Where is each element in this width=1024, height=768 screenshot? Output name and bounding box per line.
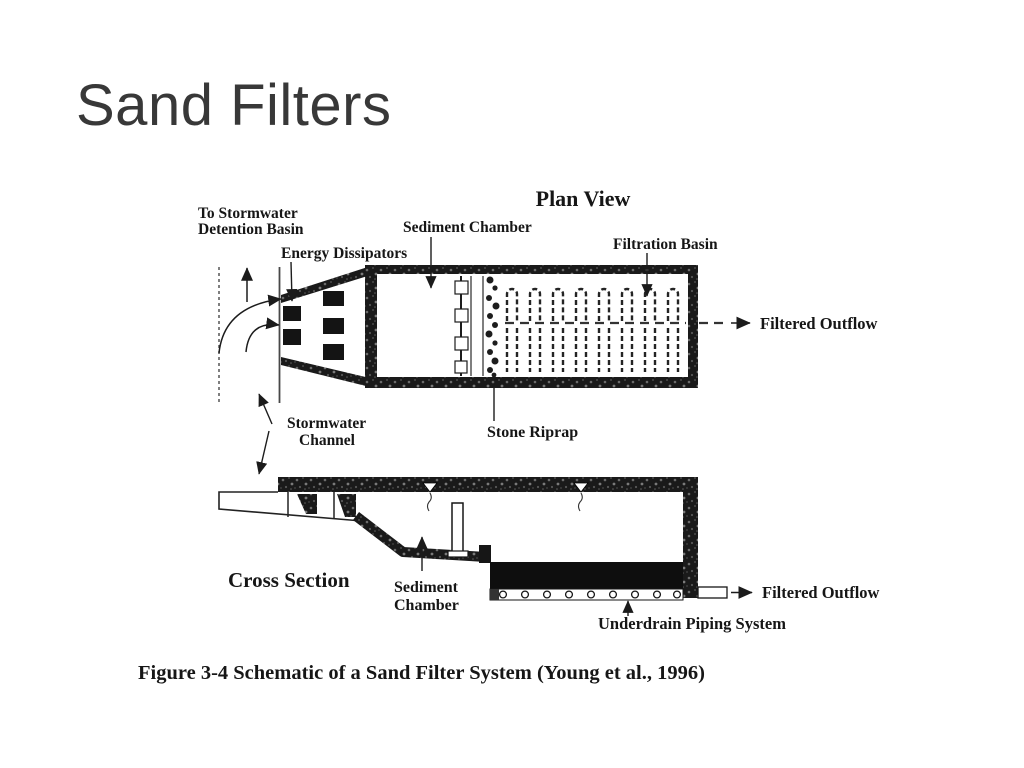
funnel-top-wall xyxy=(281,265,374,303)
label-to-stormwater-line2: Detention Basin xyxy=(198,221,304,238)
dissipator-block xyxy=(283,329,301,345)
weir-wall xyxy=(454,276,484,376)
label-to-stormwater-line1: To Stormwater xyxy=(198,205,298,222)
label-stormwater-channel-line1: Stormwater xyxy=(287,415,366,432)
label-sediment-line2: Chamber xyxy=(394,597,459,614)
funnel-bottom-wall xyxy=(281,357,374,388)
dissipator-block xyxy=(283,306,301,321)
stone-riprap-strip xyxy=(485,276,500,378)
figure-caption: Figure 3-4 Schematic of a Sand Filter Sy… xyxy=(138,662,705,684)
sand-bed xyxy=(490,562,683,589)
weir-notch xyxy=(454,360,468,374)
label-underdrain-piping: Underdrain Piping System xyxy=(598,614,786,633)
standpipe xyxy=(451,502,464,554)
water-level-squiggle xyxy=(426,492,432,512)
dissipator-block xyxy=(323,291,344,306)
dissipator-section-block xyxy=(337,494,356,517)
slide-title: Sand Filters xyxy=(76,73,392,138)
label-stone-riprap: Stone Riprap xyxy=(487,424,578,441)
cross-section: Cross Section Sediment Chamber Underdrai… xyxy=(218,477,880,633)
sand-bed-weir-block xyxy=(479,545,491,563)
energy-dissipators-leader-arrow xyxy=(286,261,298,302)
dissipator-block xyxy=(323,318,344,334)
dissipator-section-block xyxy=(297,494,317,514)
plan-view-title: Plan View xyxy=(536,186,631,211)
label-sediment-line1: Sediment xyxy=(394,579,459,596)
outlet-pipe xyxy=(697,586,728,599)
cross-section-title: Cross Section xyxy=(228,568,350,592)
water-level-triangle xyxy=(573,482,589,493)
top-wall xyxy=(278,477,698,492)
weir-notch xyxy=(454,280,469,295)
standpipe-base xyxy=(447,550,469,558)
right-wall xyxy=(683,477,698,598)
underdrain-strip-end xyxy=(490,589,499,600)
stormwater-channel-leader-arrow xyxy=(258,393,273,425)
plan-view: Plan View To Stormwater Detention Basin … xyxy=(198,186,878,475)
dissipator-block xyxy=(323,344,344,360)
water-level-squiggle xyxy=(577,492,583,512)
label-filtration-basin: Filtration Basin xyxy=(613,236,718,253)
label-stormwater-channel-line2: Channel xyxy=(299,432,356,449)
label-filtered-outflow-plan: Filtered Outflow xyxy=(760,314,878,333)
water-level-markers xyxy=(422,482,589,512)
label-sediment-chamber-plan: Sediment Chamber xyxy=(403,219,532,236)
weir-notch xyxy=(454,336,469,351)
label-energy-dissipators: Energy Dissipators xyxy=(281,245,407,262)
weir-notch xyxy=(454,308,469,323)
label-filtered-outflow-cross: Filtered Outflow xyxy=(762,583,880,602)
inflow-curve-arrow xyxy=(218,294,282,354)
stormwater-channel-leader-arrow xyxy=(256,430,270,475)
underdrain-pipes xyxy=(498,590,682,599)
inlet-channel-outline xyxy=(218,491,363,522)
plan-basin-interior xyxy=(377,274,688,377)
inflow-curve-arrow xyxy=(245,317,280,353)
water-level-triangle xyxy=(422,482,438,493)
energy-dissipator-blocks xyxy=(283,291,344,360)
